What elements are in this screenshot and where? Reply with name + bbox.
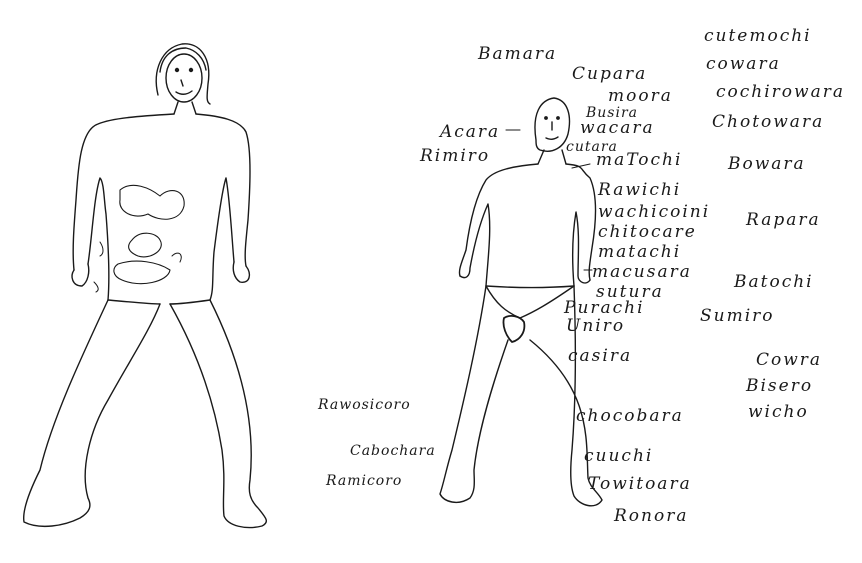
label-bisero: Bisero — [746, 378, 813, 395]
label-cupara: Cupara — [572, 66, 647, 83]
label-bowara: Bowara — [728, 156, 806, 173]
label-wacara: wacara — [580, 120, 655, 137]
label-macusara: macusara — [592, 264, 692, 281]
label-rawosicoro: Rawosicoro — [318, 398, 411, 412]
label-wachicoini: wachicoini — [598, 204, 710, 221]
label-chitocare: chitocare — [598, 224, 697, 241]
label-cuuchi: cuuchi — [584, 448, 653, 465]
label-purachi: Purachi — [564, 300, 645, 317]
label-wicho: wicho — [748, 404, 809, 421]
label-casira: casira — [568, 348, 632, 365]
label-cowara: cowara — [706, 56, 781, 73]
label-matachi: matachi — [598, 244, 681, 261]
label-chocobara: chocobara — [576, 408, 684, 425]
label-bamara: Bamara — [478, 46, 557, 63]
label-cutemochi: cutemochi — [704, 28, 812, 45]
label-cowra: Cowra — [756, 352, 822, 369]
label-rawichi: Rawichi — [598, 182, 681, 199]
label-moora: moora — [608, 88, 673, 105]
label-acara: Acara — [440, 124, 500, 141]
label-ronora: Ronora — [614, 508, 688, 525]
label-towitoara: Towitoara — [588, 476, 692, 493]
label-matochi: maTochi — [596, 152, 682, 169]
label-uniro: Uniro — [566, 318, 625, 335]
label-chotowara: Chotowara — [712, 114, 824, 131]
label-rapara: Rapara — [746, 212, 821, 229]
label-sumiro: Sumiro — [700, 308, 775, 325]
label-rimiro: Rimiro — [420, 148, 490, 165]
label-cochirowara: cochirowara — [716, 84, 845, 101]
label-ramicoro: Ramicoro — [326, 474, 402, 488]
label-batochi: Batochi — [734, 274, 814, 291]
label-cabochara: Cabochara — [350, 444, 436, 458]
